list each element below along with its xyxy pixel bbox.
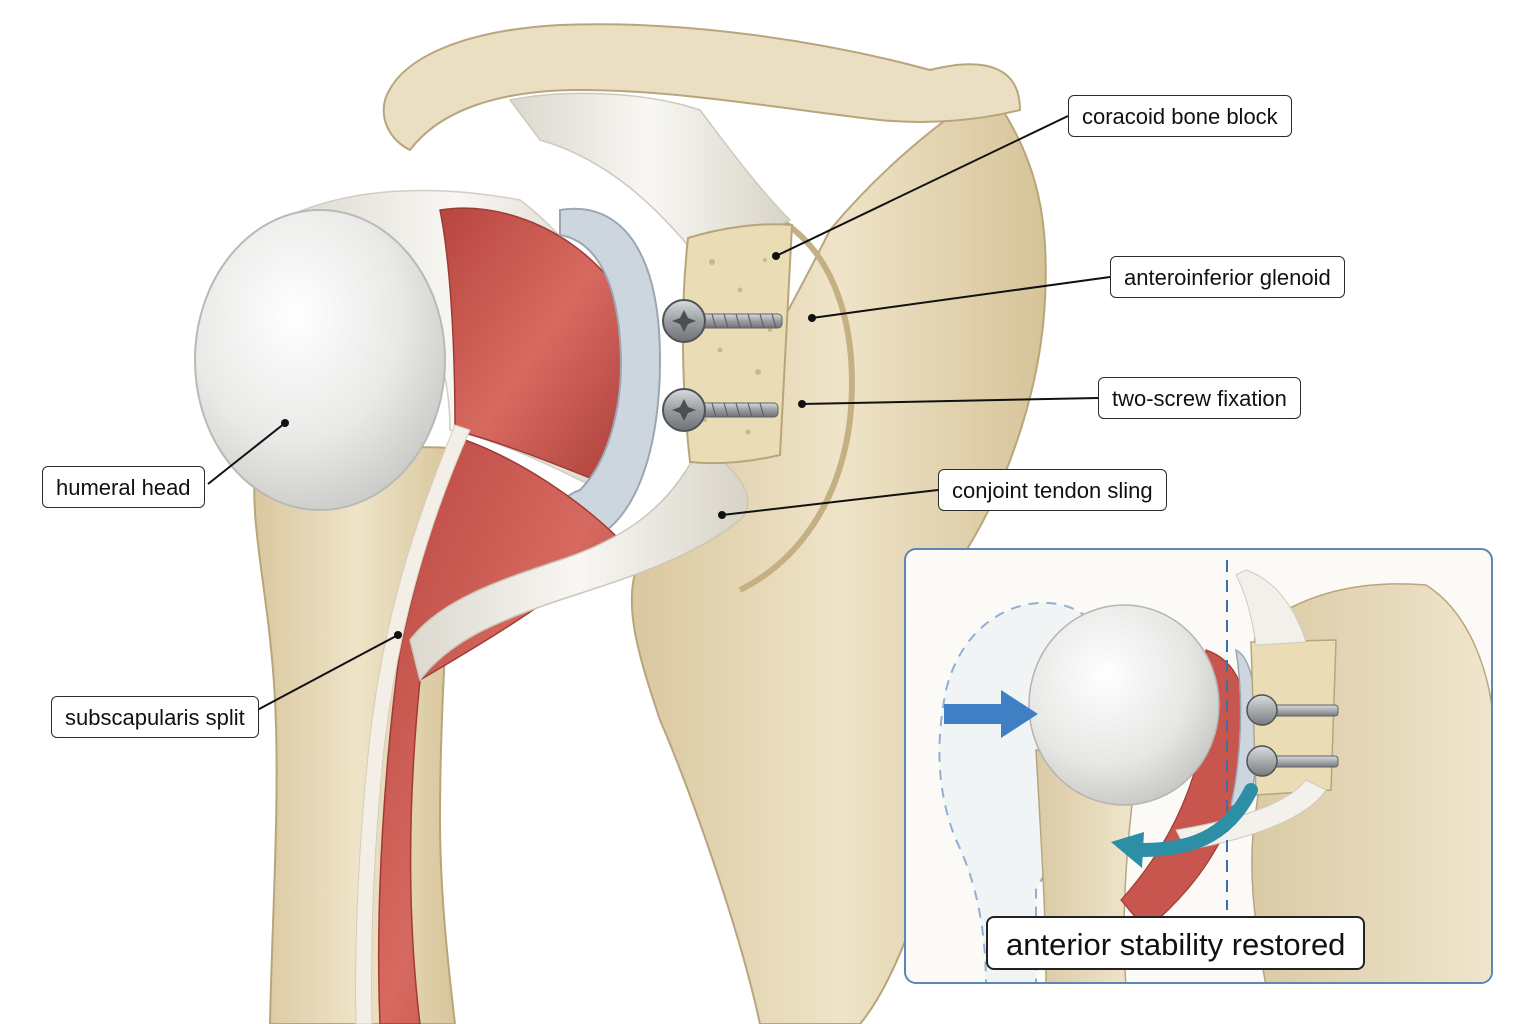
label-conjoint-tendon-sling: conjoint tendon sling [938, 469, 1167, 511]
screw-upper [662, 299, 783, 343]
inset-ligament [1235, 569, 1307, 646]
blue-arrow-icon [944, 690, 1038, 738]
screw-lower [662, 388, 779, 432]
coracoacromial-ligament [508, 92, 792, 261]
coracoid-bone-block [681, 223, 794, 465]
conjoint-tendon [409, 443, 749, 682]
bone-texture [703, 258, 772, 435]
label-humeral-head: humeral head [42, 466, 205, 508]
teal-curved-arrow-icon [1111, 783, 1258, 868]
leader-lines [207, 115, 1111, 716]
label-coracoid-bone-block: coracoid bone block [1068, 95, 1292, 137]
label-subscapularis-split: subscapularis split [51, 696, 259, 738]
label-two-screw-fixation: two-screw fixation [1098, 377, 1301, 419]
inset-screw-upper [1246, 694, 1339, 726]
humeral-head [194, 209, 446, 511]
label-anteroinferior-glenoid: anteroinferior glenoid [1110, 256, 1345, 298]
glenoid-rim [738, 217, 855, 593]
inset-humeral-head [1028, 604, 1220, 806]
leader-dots [281, 252, 816, 639]
acromion [382, 23, 1022, 152]
inset-caption: anterior stability restored [986, 916, 1366, 970]
inset-screw-lower [1246, 745, 1339, 777]
